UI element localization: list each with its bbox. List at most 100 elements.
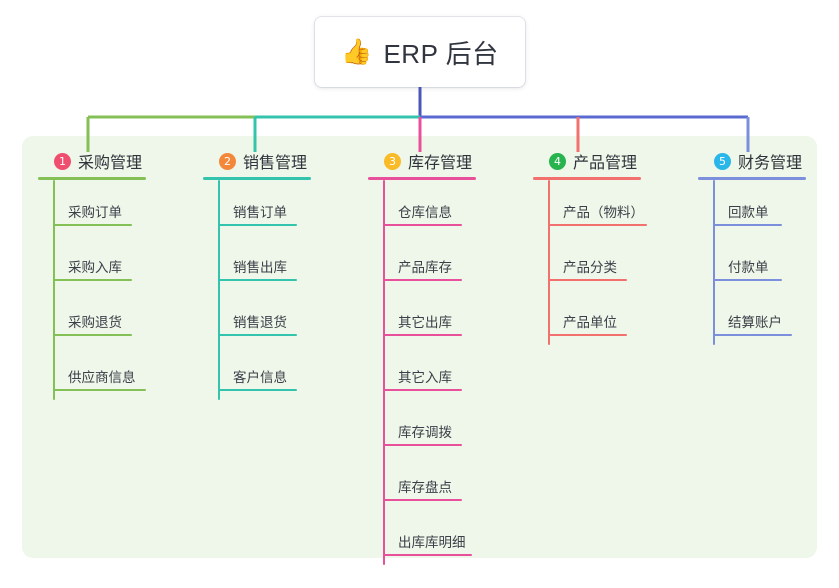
leaf-underline <box>384 389 462 391</box>
leaf-underline <box>54 279 132 281</box>
branch-header[interactable]: 4 产品管理 <box>533 146 641 180</box>
leaf-item[interactable]: 仓库信息 <box>368 180 472 235</box>
leaf-underline <box>714 279 782 281</box>
thumbs-up-icon: 👍 <box>341 37 373 66</box>
branch-label: 财务管理 <box>738 155 803 172</box>
leaf-label: 出库库明细 <box>398 535 466 550</box>
leaf-label: 销售订单 <box>233 205 287 220</box>
leaf-underline <box>54 389 146 391</box>
leaf-underline <box>219 389 297 391</box>
leaf-item[interactable]: 产品分类 <box>533 235 637 290</box>
leaf-item[interactable]: 出库库明细 <box>368 510 472 565</box>
leaf-item[interactable]: 库存调拨 <box>368 400 472 455</box>
leaf-list: 仓库信息产品库存其它出库其它入库库存调拨库存盘点出库库明细 <box>368 180 472 565</box>
leaf-label: 仓库信息 <box>398 205 452 220</box>
branch-label: 库存管理 <box>408 155 473 172</box>
leaf-underline <box>384 554 472 556</box>
leaf-item[interactable]: 回款单 <box>698 180 802 235</box>
leaf-item[interactable]: 产品单位 <box>533 290 637 345</box>
leaf-label: 销售出库 <box>233 260 287 275</box>
leaf-label: 采购入库 <box>68 260 122 275</box>
leaf-underline <box>219 279 297 281</box>
root-node-title: ERP 后台 <box>383 38 499 69</box>
leaf-list: 产品（物料） 产品分类产品单位 <box>533 180 647 345</box>
leaf-underline <box>384 499 462 501</box>
leaf-underline <box>219 334 297 336</box>
branch-label: 采购管理 <box>78 155 143 172</box>
leaf-label: 库存盘点 <box>398 480 452 495</box>
branch-spine <box>713 180 715 345</box>
leaf-label: 库存调拨 <box>398 425 452 440</box>
branch-underline <box>38 177 146 180</box>
branch-spine <box>53 180 55 400</box>
leaf-item[interactable]: 采购订单 <box>38 180 142 235</box>
branch-underline <box>203 177 311 180</box>
branch-index-badge: 1 <box>54 152 71 170</box>
leaf-underline <box>549 224 647 226</box>
branch-column: 5 财务管理回款单付款单结算账户 <box>698 146 806 345</box>
leaf-underline <box>219 224 297 226</box>
leaf-list: 采购订单采购入库采购退货供应商信息 <box>38 180 146 400</box>
leaf-list: 回款单付款单结算账户 <box>698 180 802 345</box>
root-node-content: 👍 ERP 后台 <box>341 34 498 71</box>
leaf-label: 产品（物料） <box>563 205 644 220</box>
leaf-underline <box>54 224 132 226</box>
branch-header[interactable]: 5 财务管理 <box>698 146 806 180</box>
leaf-underline <box>384 334 462 336</box>
leaf-item[interactable]: 销售出库 <box>203 235 307 290</box>
leaf-item[interactable]: 采购退货 <box>38 290 142 345</box>
branch-underline <box>368 177 476 180</box>
branch-index-badge: 5 <box>714 152 731 170</box>
leaf-item[interactable]: 供应商信息 <box>38 345 146 400</box>
leaf-label: 采购退货 <box>68 315 122 330</box>
leaf-item[interactable]: 产品（物料） <box>533 180 647 235</box>
leaf-underline <box>549 334 627 336</box>
leaf-label: 付款单 <box>728 260 769 275</box>
branch-label: 销售管理 <box>243 155 308 172</box>
branch-column: 1 采购管理采购订单采购入库采购退货供应商信息 <box>38 146 146 400</box>
branch-spine <box>218 180 220 400</box>
leaf-label: 供应商信息 <box>68 370 136 385</box>
branch-column: 4 产品管理产品（物料） 产品分类产品单位 <box>533 146 647 345</box>
leaf-underline <box>384 444 462 446</box>
leaf-underline <box>549 279 627 281</box>
leaf-underline <box>384 224 462 226</box>
leaf-list: 销售订单销售出库销售退货客户信息 <box>203 180 307 400</box>
branch-header[interactable]: 2 销售管理 <box>203 146 311 180</box>
leaf-item[interactable]: 其它出库 <box>368 290 472 345</box>
leaf-label: 采购订单 <box>68 205 122 220</box>
leaf-label: 产品单位 <box>563 315 617 330</box>
leaf-item[interactable]: 付款单 <box>698 235 802 290</box>
leaf-underline <box>384 279 462 281</box>
branch-label: 产品管理 <box>573 155 638 172</box>
branch-index-badge: 2 <box>219 152 236 170</box>
leaf-label: 产品分类 <box>563 260 617 275</box>
root-node-card[interactable]: 👍 ERP 后台 <box>315 17 525 87</box>
leaf-label: 产品库存 <box>398 260 452 275</box>
leaf-item[interactable]: 库存盘点 <box>368 455 472 510</box>
leaf-label: 结算账户 <box>728 315 782 330</box>
branch-column: 2 销售管理销售订单销售出库销售退货客户信息 <box>203 146 311 400</box>
leaf-label: 客户信息 <box>233 370 287 385</box>
leaf-item[interactable]: 其它入库 <box>368 345 472 400</box>
leaf-item[interactable]: 销售订单 <box>203 180 307 235</box>
leaf-label: 回款单 <box>728 205 769 220</box>
branches-panel <box>22 136 817 558</box>
branch-underline <box>698 177 806 180</box>
branch-header[interactable]: 1 采购管理 <box>38 146 146 180</box>
leaf-item[interactable]: 销售退货 <box>203 290 307 345</box>
leaf-underline <box>714 334 792 336</box>
branch-spine <box>383 180 385 565</box>
branch-index-badge: 4 <box>549 152 566 170</box>
leaf-item[interactable]: 结算账户 <box>698 290 802 345</box>
leaf-underline <box>714 224 782 226</box>
leaf-label: 其它出库 <box>398 315 452 330</box>
leaf-item[interactable]: 产品库存 <box>368 235 472 290</box>
leaf-underline <box>54 334 132 336</box>
branch-underline <box>533 177 641 180</box>
leaf-item[interactable]: 采购入库 <box>38 235 142 290</box>
leaf-item[interactable]: 客户信息 <box>203 345 307 400</box>
